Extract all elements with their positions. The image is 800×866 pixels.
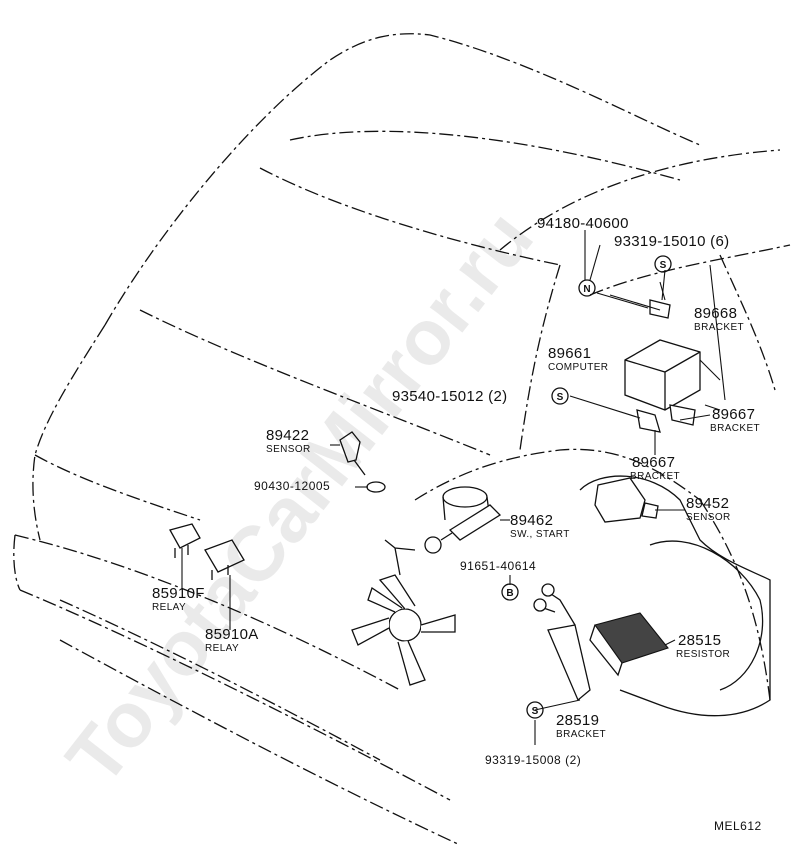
- fan-blade-1: [378, 574, 416, 610]
- fender-top: [589, 244, 791, 296]
- part-label-89667-right: 89667: [712, 406, 755, 423]
- part-name-89667-right: BRACKET: [710, 423, 760, 434]
- callout-s-mid-circle: [551, 387, 569, 405]
- callout-s-top-label: S: [660, 260, 667, 271]
- switch-connector: [424, 536, 442, 554]
- gasket-90430: [366, 481, 386, 493]
- hood-center-line: [139, 309, 491, 456]
- fan-blade-5: [367, 586, 403, 613]
- callout-b-circle: [501, 583, 519, 601]
- air-cleaner: [649, 540, 764, 691]
- part-label-93319-15008: 93319-15008 (2): [485, 753, 581, 767]
- relay-85910a: [204, 539, 245, 573]
- part-label-89452: 89452: [686, 495, 729, 512]
- part-label-93319-15010: 93319-15010 (6): [614, 233, 729, 250]
- leader-lines: [181, 230, 711, 745]
- fan-hub: [388, 608, 422, 642]
- callout-b-label: B: [506, 588, 513, 599]
- front-left-edge: [32, 324, 106, 541]
- callout-n-circle: [578, 279, 596, 297]
- bracket-89667-right-shape: [669, 404, 696, 426]
- part-name-85910f: RELAY: [152, 602, 186, 613]
- part-label-89462: 89462: [510, 512, 553, 529]
- vehicle-body-outline: [13, 33, 791, 846]
- fan-shroud-pipe: [384, 539, 416, 576]
- part-name-89661: COMPUTER: [548, 362, 608, 373]
- part-label-85910a: 85910A: [205, 626, 259, 643]
- figure-code: MEL612: [714, 819, 762, 833]
- part-label-28515: 28515: [678, 632, 721, 649]
- cowl-line: [289, 130, 681, 181]
- watermark-text: ToyotaCarMirror.ru: [49, 194, 550, 800]
- grille-top: [34, 454, 201, 521]
- part-label-89661: 89661: [548, 345, 591, 362]
- hood-rear-edge: [259, 167, 561, 266]
- inner-fender: [719, 254, 776, 391]
- callout-s-bottom-circle: [526, 701, 544, 719]
- hood-outer-edge: [104, 33, 701, 326]
- part-label-91651: 91651-40614: [460, 559, 536, 573]
- engine-bay-right: [699, 499, 771, 701]
- cooling-fan: [351, 539, 456, 686]
- part-labels: 94180-40600 93319-15010 (6) 89668 BRACKE…: [152, 215, 762, 833]
- part-label-89668: 89668: [694, 305, 737, 322]
- part-label-93540: 93540-15012 (2): [392, 388, 507, 405]
- part-name-85910a: RELAY: [205, 643, 239, 654]
- part-name-89667-left: BRACKET: [630, 471, 680, 482]
- resistor-28515: [594, 612, 669, 664]
- callout-n-label: N: [583, 284, 590, 295]
- air-intake-duct: [579, 475, 771, 717]
- part-name-89668: BRACKET: [694, 322, 744, 333]
- bracket-89668-shape: [649, 299, 671, 319]
- bumper-bottom: [59, 639, 461, 846]
- headlight-line: [59, 599, 381, 761]
- callout-s-top-circle: [654, 255, 672, 273]
- sensor-89452-body: [594, 477, 646, 523]
- engine-bay-left: [414, 448, 701, 501]
- fender-right: [519, 264, 561, 451]
- part-label-89667-left: 89667: [632, 454, 675, 471]
- computer-unit: [609, 264, 726, 433]
- part-label-85910f: 85910F: [152, 585, 205, 602]
- part-label-90430: 90430-12005: [254, 479, 330, 493]
- sensor-89422-body: [339, 431, 361, 463]
- callout-s-bottom-label: S: [532, 706, 539, 717]
- bumper-end: [13, 534, 21, 591]
- fan-blade-4: [351, 617, 390, 646]
- bumper-lower: [19, 589, 451, 801]
- part-label-94180: 94180-40600: [537, 215, 629, 232]
- start-switch-body: [448, 504, 502, 541]
- windshield-base: [499, 149, 781, 251]
- bracket-28519: [547, 624, 591, 702]
- part-name-89422: SENSOR: [266, 444, 311, 455]
- part-name-28519: BRACKET: [556, 729, 606, 740]
- intake-cylinder: [442, 486, 488, 508]
- bracket-89667-left-shape: [636, 409, 661, 433]
- part-name-89462: SW., START: [510, 529, 570, 540]
- fan-blade-3: [397, 640, 426, 686]
- callout-symbols: N S S B S: [501, 255, 672, 719]
- relay-85910f: [169, 523, 201, 549]
- component-shapes: [169, 431, 669, 702]
- fan-blade-2: [420, 614, 456, 633]
- part-name-28515: RESISTOR: [676, 649, 730, 660]
- bumper-upper: [14, 534, 401, 691]
- computer-box: [624, 339, 701, 411]
- part-label-89422: 89422: [266, 427, 309, 444]
- part-label-28519: 28519: [556, 712, 599, 729]
- part-name-89452: SENSOR: [686, 512, 731, 523]
- callout-s-mid-label: S: [557, 392, 564, 403]
